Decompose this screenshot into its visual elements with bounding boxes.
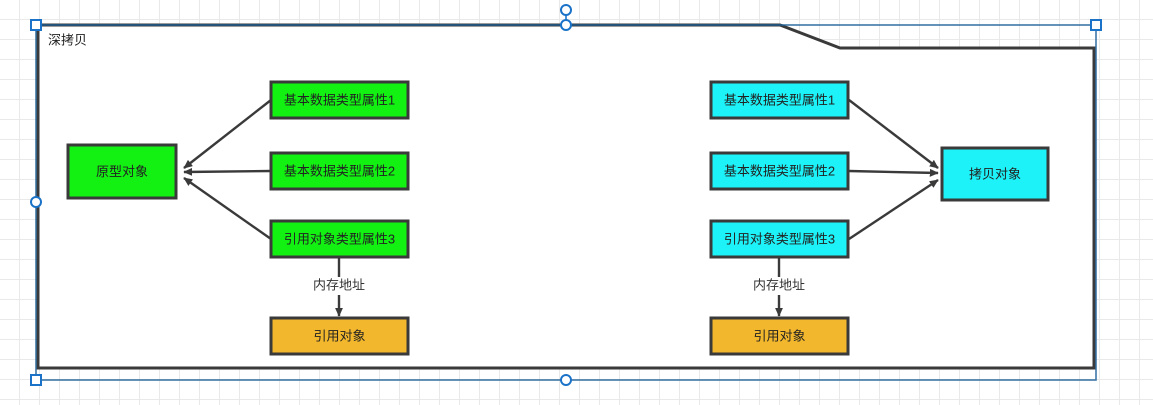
group-title: 深拷贝	[48, 32, 87, 47]
edge-line	[183, 99, 272, 169]
edge-line	[848, 168, 939, 177]
node-label: 基本数据类型属性1	[724, 92, 835, 107]
node-label: 原型对象	[96, 164, 148, 179]
copy-primitive-attr-1-node[interactable]: 基本数据类型属性1	[709, 80, 850, 120]
prototype-object-node[interactable]: 原型对象	[66, 143, 178, 200]
node-label: 基本数据类型属性2	[724, 163, 835, 178]
edge-src-primitive-2-to-proto[interactable]	[183, 167, 272, 176]
edge-src-reference-3-to-ref-object[interactable]: 内存地址	[309, 257, 369, 317]
edge-label-backing	[749, 277, 809, 295]
node-label: 引用对象	[753, 328, 805, 343]
edge-label: 内存地址	[313, 277, 365, 292]
node-label: 基本数据类型属性2	[284, 163, 395, 178]
edge-copy-primitive-1-to-copy[interactable]	[848, 99, 939, 169]
handle-top-left[interactable]	[30, 19, 42, 31]
source-primitive-attr-1-node[interactable]: 基本数据类型属性1	[269, 80, 410, 120]
node-box	[269, 151, 410, 191]
copy-primitive-attr-2-node[interactable]: 基本数据类型属性2	[709, 151, 850, 191]
edge-line	[183, 177, 272, 240]
copy-referenced-object-node[interactable]: 引用对象	[709, 316, 850, 356]
edge-copy-reference-3-to-copy[interactable]	[848, 178, 939, 241]
node-label: 引用对象类型属性3	[724, 231, 835, 246]
edge-label: 内存地址	[753, 277, 805, 292]
handle-rotate[interactable]	[560, 4, 572, 16]
source-reference-attr-3-node[interactable]: 引用对象类型属性3	[269, 219, 410, 259]
node-box	[269, 316, 410, 356]
node-box	[709, 316, 850, 356]
copy-reference-attr-3-node[interactable]: 引用对象类型属性3	[709, 219, 850, 259]
source-referenced-object-node[interactable]: 引用对象	[269, 316, 410, 356]
copy-object-node[interactable]: 拷贝对象	[940, 146, 1050, 202]
handle-bottom-left[interactable]	[30, 374, 42, 386]
edge-line	[848, 99, 939, 169]
group-container[interactable]: 深拷贝	[36, 23, 1096, 370]
node-box	[709, 151, 850, 191]
edge-label-backing	[309, 277, 369, 295]
handle-top-right[interactable]	[1090, 19, 1102, 31]
node-box	[66, 143, 178, 200]
node-label: 引用对象类型属性3	[284, 231, 395, 246]
node-box	[269, 219, 410, 259]
edge-src-primitive-1-to-proto[interactable]	[183, 99, 272, 169]
edge-line	[848, 178, 939, 241]
edge-src-reference-3-to-proto[interactable]	[183, 177, 272, 240]
node-label: 基本数据类型属性1	[284, 92, 395, 107]
node-box	[709, 80, 850, 120]
node-box	[709, 219, 850, 259]
node-label: 引用对象	[313, 328, 365, 343]
edge-copy-reference-3-to-ref-object[interactable]: 内存地址	[749, 257, 809, 317]
edges-layer: 内存地址 内存地址	[183, 99, 939, 317]
edge-copy-primitive-2-to-copy[interactable]	[848, 168, 939, 177]
nodes-layer: 原型对象 基本数据类型属性1 基本数据类型属性2 引用对象类型属性3 引用对象 基本数据类…	[66, 80, 1050, 356]
group-outline	[36, 23, 1096, 370]
handle-top-center[interactable]	[560, 19, 572, 31]
handle-middle-left[interactable]	[30, 196, 42, 208]
selection-overlay[interactable]	[30, 4, 1102, 386]
edge-line	[183, 167, 272, 176]
node-label: 拷贝对象	[969, 166, 1021, 181]
node-box	[269, 80, 410, 120]
node-box	[940, 146, 1050, 202]
source-primitive-attr-2-node[interactable]: 基本数据类型属性2	[269, 151, 410, 191]
handle-bottom-center[interactable]	[560, 374, 572, 386]
